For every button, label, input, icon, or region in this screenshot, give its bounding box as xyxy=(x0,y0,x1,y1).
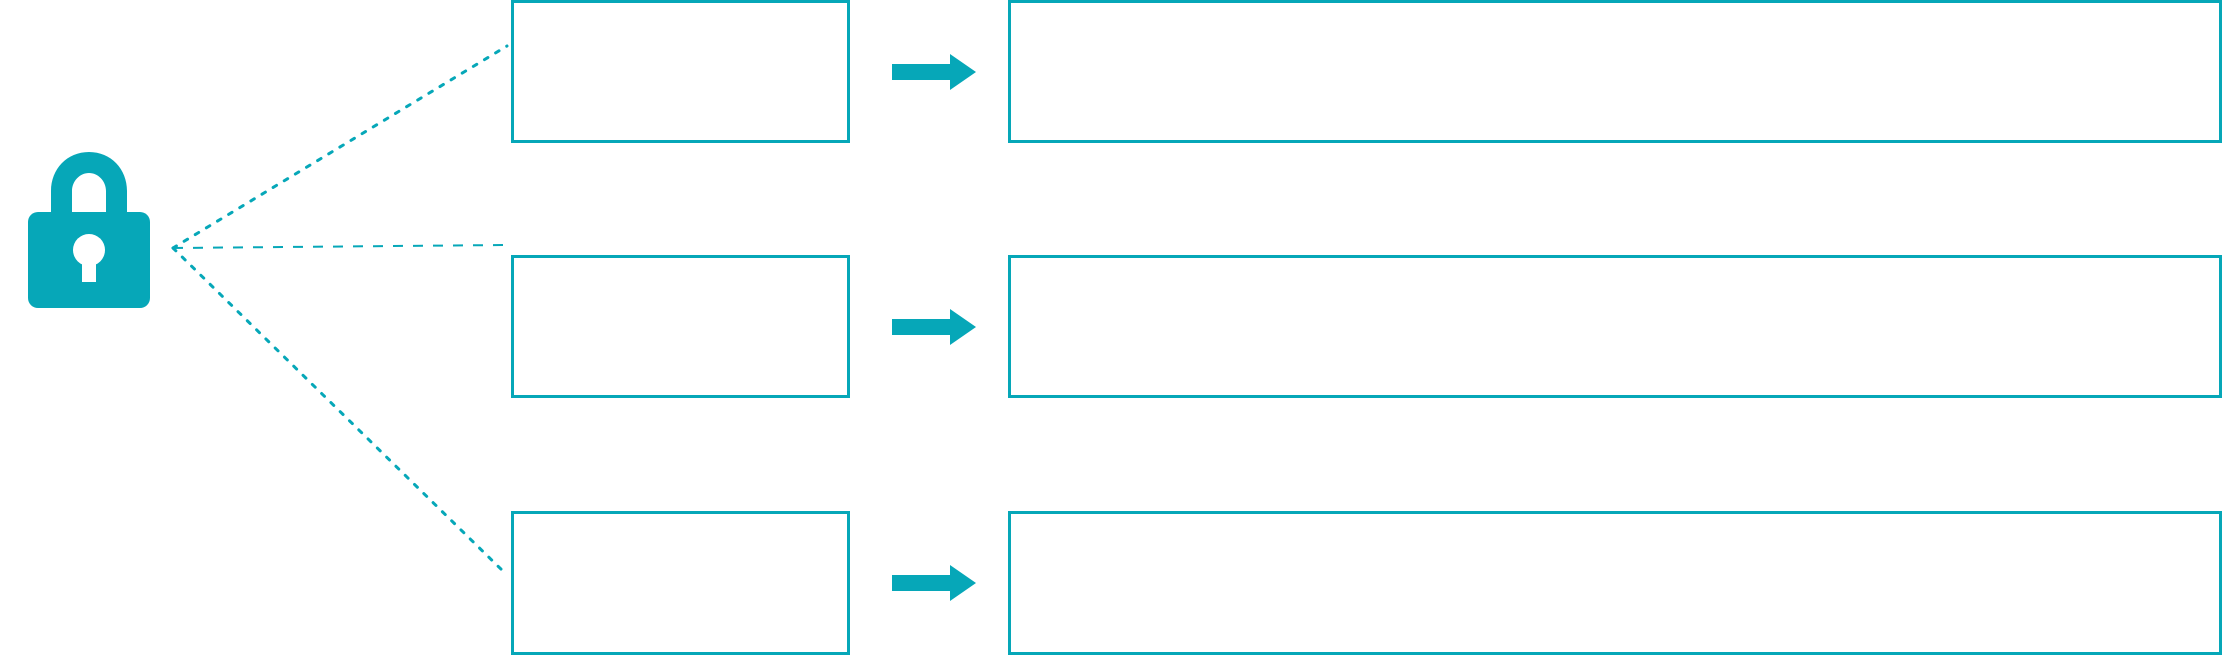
row-3-arrow-icon xyxy=(892,565,976,601)
diagram-row xyxy=(0,255,2229,398)
diagram-row xyxy=(0,511,2229,655)
row-2-large-box[interactable] xyxy=(1008,255,2222,398)
row-3-small-box[interactable] xyxy=(511,511,850,655)
row-3-large-box[interactable] xyxy=(1008,511,2222,655)
row-1-arrow-icon xyxy=(892,54,976,90)
diagram-row xyxy=(0,0,2229,143)
lock-icon xyxy=(26,150,152,310)
row-2-arrow-icon xyxy=(892,309,976,345)
row-2-small-box[interactable] xyxy=(511,255,850,398)
row-1-small-box[interactable] xyxy=(511,0,850,143)
row-1-large-box[interactable] xyxy=(1008,0,2222,143)
connector-line-2 xyxy=(172,244,508,249)
